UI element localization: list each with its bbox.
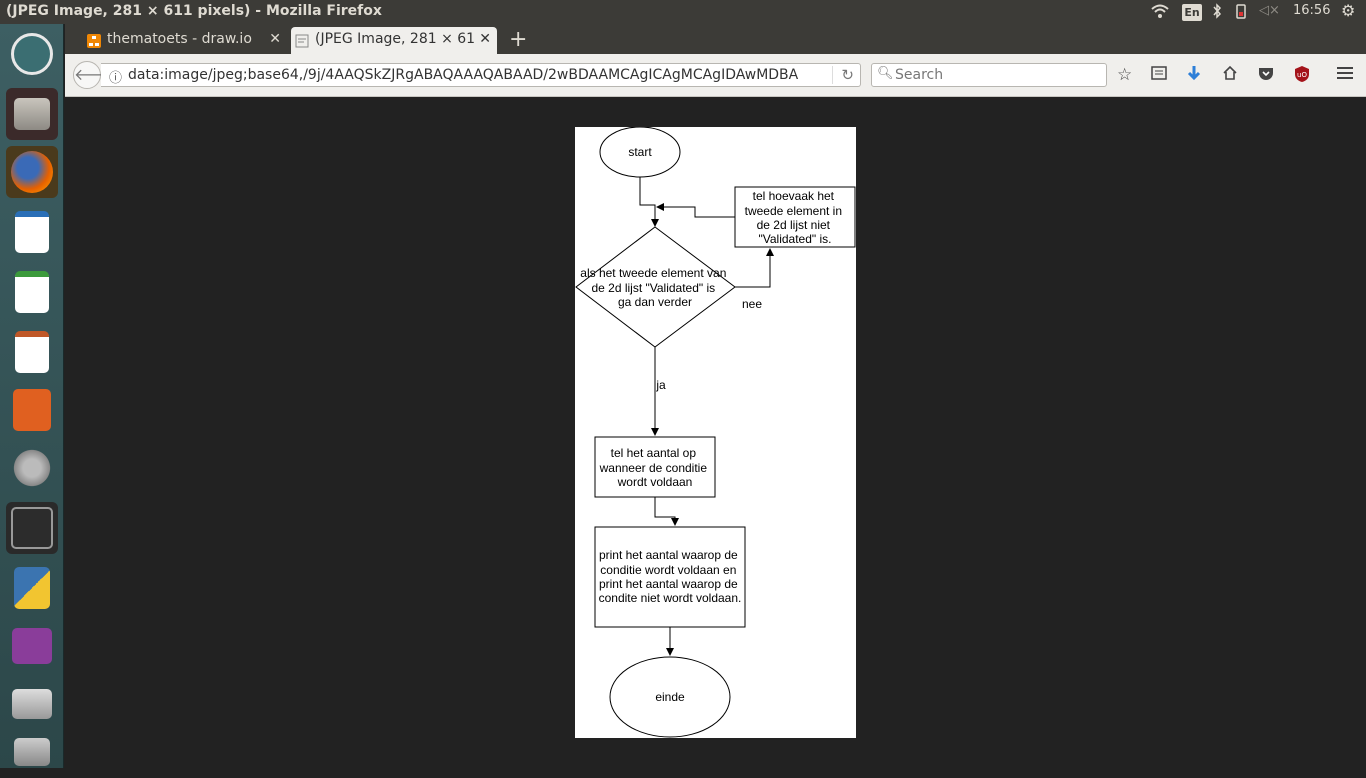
bookmark-star-icon[interactable]: ☆ bbox=[1117, 65, 1133, 85]
flowchart-image: start tel hoevaak het tweede element in … bbox=[575, 127, 856, 738]
url-text[interactable]: data:image/jpeg;base64,/9j/4AAQSkZJRgABA… bbox=[128, 67, 799, 83]
search-placeholder: Search bbox=[895, 67, 944, 83]
software-center-icon[interactable] bbox=[6, 384, 58, 436]
settings-gear-icon[interactable]: ⚙ bbox=[1341, 1, 1356, 20]
back-button[interactable]: 🡐 bbox=[73, 61, 117, 89]
url-bar[interactable]: ⓘ data:image/jpeg;base64,/9j/4AAQSkZJRgA… bbox=[101, 63, 861, 87]
libreoffice-impress-icon[interactable] bbox=[6, 326, 58, 378]
close-tab-icon[interactable]: ✕ bbox=[475, 31, 491, 47]
drawio-icon bbox=[87, 34, 101, 48]
end-node bbox=[609, 656, 731, 738]
yes-label: ja bbox=[655, 378, 666, 392]
new-tab-button[interactable]: + bbox=[509, 27, 528, 52]
window-title: (JPEG Image, 281 × 611 pixels) - Mozilla… bbox=[6, 3, 382, 19]
home-icon[interactable] bbox=[1222, 65, 1238, 86]
top-panel: (JPEG Image, 281 × 611 pixels) - Mozilla… bbox=[0, 0, 1366, 24]
svg-text:uO: uO bbox=[1297, 71, 1307, 79]
downloads-icon[interactable] bbox=[1186, 65, 1202, 88]
reading-list-icon[interactable] bbox=[1151, 65, 1167, 86]
tab-jpeg-image[interactable]: (JPEG Image, 281 × 611 ✕ bbox=[291, 27, 497, 54]
trash-icon[interactable] bbox=[6, 726, 58, 778]
print-result-text: print het aantal waarop de conditie word… bbox=[599, 548, 742, 605]
firefox-icon[interactable] bbox=[6, 146, 58, 198]
python-icon[interactable] bbox=[6, 562, 58, 614]
close-tab-icon[interactable]: ✕ bbox=[269, 31, 281, 47]
flowchart: start tel hoevaak het tweede element in … bbox=[575, 127, 856, 738]
reload-icon[interactable]: ↻ bbox=[832, 66, 854, 84]
navigation-toolbar: 🡐 ⓘ data:image/jpeg;base64,/9j/4AAQSkZJR… bbox=[65, 54, 1366, 97]
edge-start-decision bbox=[639, 177, 659, 227]
count-not-validated-text: tel hoevaak het tweede element in de 2d … bbox=[745, 189, 846, 246]
site-info-icon[interactable]: ⓘ bbox=[109, 71, 123, 86]
tab-thematoets[interactable]: thematoets - draw.io ✕ bbox=[83, 27, 287, 54]
count-not-validated-box bbox=[734, 186, 856, 248]
system-settings-icon[interactable] bbox=[6, 442, 58, 494]
battery-icon[interactable] bbox=[1236, 3, 1246, 23]
tab-label: (JPEG Image, 281 × 611 bbox=[315, 31, 484, 47]
start-label: start bbox=[628, 145, 652, 159]
bluetooth-icon[interactable] bbox=[1212, 3, 1222, 23]
libreoffice-writer-icon[interactable] bbox=[6, 206, 58, 258]
wifi-icon[interactable] bbox=[1150, 3, 1170, 23]
pocket-icon[interactable] bbox=[1258, 65, 1274, 86]
edge-count-print bbox=[654, 497, 679, 526]
tab-label: thematoets - draw.io bbox=[107, 31, 252, 47]
launcher bbox=[0, 24, 64, 768]
drive-icon[interactable] bbox=[6, 678, 58, 730]
edge-no bbox=[735, 248, 774, 288]
volume-muted-icon[interactable]: ◁× bbox=[1259, 3, 1280, 18]
keyboard-layout-indicator[interactable]: En bbox=[1182, 4, 1202, 21]
decision-text: als het tweede element van de 2d lijst "… bbox=[580, 266, 729, 309]
end-label: einde bbox=[655, 690, 685, 704]
files-icon[interactable] bbox=[6, 88, 58, 140]
count-condition-text: tel het aantal op wanneer de conditie wo… bbox=[599, 446, 711, 489]
libreoffice-calc-icon[interactable] bbox=[6, 266, 58, 318]
count-condition-box bbox=[594, 436, 716, 498]
page-content: start tel hoevaak het tweede element in … bbox=[65, 97, 1366, 768]
ublock-icon[interactable]: uO bbox=[1294, 65, 1310, 88]
image-document-icon bbox=[295, 34, 309, 48]
tab-strip: thematoets - draw.io ✕ (JPEG Image, 281 … bbox=[65, 24, 1366, 54]
edge-loop-return bbox=[656, 203, 735, 218]
no-label: nee bbox=[742, 297, 762, 311]
search-icon: 🔍︎ bbox=[877, 66, 894, 81]
clock[interactable]: 16:56 bbox=[1293, 3, 1331, 18]
search-input[interactable]: 🔍︎ Search bbox=[871, 63, 1107, 87]
menu-hamburger-icon[interactable] bbox=[1336, 65, 1354, 86]
terminal-icon[interactable] bbox=[6, 502, 58, 554]
workspace-switcher-icon[interactable] bbox=[6, 620, 58, 672]
ubuntu-dash-icon[interactable] bbox=[6, 28, 58, 80]
